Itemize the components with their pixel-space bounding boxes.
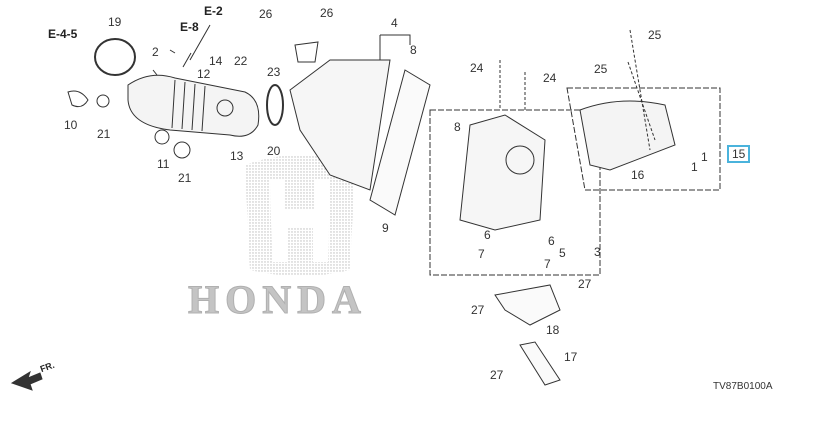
callout-27[interactable]: 27 bbox=[578, 277, 592, 291]
callout-7[interactable]: 7 bbox=[478, 247, 485, 261]
callout-22[interactable]: 22 bbox=[234, 54, 248, 68]
callout-23[interactable]: 23 bbox=[267, 65, 281, 79]
callout-24[interactable]: 24 bbox=[543, 71, 557, 85]
callout-9[interactable]: 9 bbox=[382, 221, 389, 235]
callout-24[interactable]: 24 bbox=[470, 61, 484, 75]
callout-16[interactable]: 16 bbox=[631, 168, 645, 182]
callout-1[interactable]: 1 bbox=[701, 150, 708, 164]
callout-14[interactable]: 14 bbox=[209, 54, 223, 68]
callout-11[interactable]: 11 bbox=[157, 157, 170, 171]
ref-e-2[interactable]: E-2 bbox=[204, 4, 223, 18]
callout-5[interactable]: 5 bbox=[559, 246, 566, 260]
callout-10[interactable]: 10 bbox=[64, 118, 78, 132]
part-11 bbox=[154, 129, 170, 145]
callout-18[interactable]: 18 bbox=[546, 323, 560, 337]
part-10 bbox=[67, 90, 89, 108]
resonator-15 bbox=[579, 100, 676, 171]
bracket-18 bbox=[494, 284, 561, 326]
callout-26[interactable]: 26 bbox=[320, 6, 334, 20]
callout-26[interactable]: 26 bbox=[259, 7, 273, 21]
part-22 bbox=[294, 41, 319, 63]
callout-3[interactable]: 3 bbox=[594, 245, 601, 259]
part-21 bbox=[96, 94, 110, 108]
honda-logo-watermark bbox=[245, 155, 355, 276]
ref-e-8[interactable]: E-8 bbox=[180, 20, 199, 34]
callout-12[interactable]: 12 bbox=[197, 67, 211, 81]
callout-17[interactable]: 17 bbox=[564, 350, 578, 364]
honda-watermark-text: HONDA bbox=[188, 277, 367, 322]
callout-4[interactable]: 4 bbox=[391, 16, 398, 30]
callout-2[interactable]: 2 bbox=[152, 45, 159, 59]
callout-8[interactable]: 8 bbox=[454, 120, 461, 134]
callout-21[interactable]: 21 bbox=[178, 171, 192, 185]
callout-1[interactable]: 1 bbox=[691, 160, 698, 174]
callout-25[interactable]: 25 bbox=[648, 28, 662, 42]
front-arrow-icon bbox=[10, 370, 43, 391]
callout-6[interactable]: 6 bbox=[548, 234, 555, 248]
callout-19[interactable]: 19 bbox=[108, 15, 122, 29]
callout-8[interactable]: 8 bbox=[410, 43, 417, 57]
ring-20 bbox=[266, 84, 284, 126]
callout-13[interactable]: 13 bbox=[230, 149, 244, 163]
filter-9 bbox=[369, 69, 431, 216]
diagram-code: TV87B0100A bbox=[713, 381, 773, 392]
callout-27[interactable]: 27 bbox=[471, 303, 485, 317]
stay-17 bbox=[519, 341, 561, 386]
callout-15-highlighted[interactable]: 15 bbox=[727, 145, 751, 163]
callout-21[interactable]: 21 bbox=[97, 127, 111, 141]
ref-e-4-5[interactable]: E-4-5 bbox=[48, 27, 78, 41]
cover-3 bbox=[459, 114, 546, 231]
clamp-19 bbox=[94, 38, 136, 76]
part-21b bbox=[173, 141, 191, 159]
callout-27[interactable]: 27 bbox=[490, 368, 504, 382]
callout-20[interactable]: 20 bbox=[267, 144, 281, 158]
callout-7[interactable]: 7 bbox=[544, 257, 551, 271]
airbox-4 bbox=[289, 59, 391, 191]
callout-25[interactable]: 25 bbox=[594, 62, 608, 76]
callout-6[interactable]: 6 bbox=[484, 228, 491, 242]
